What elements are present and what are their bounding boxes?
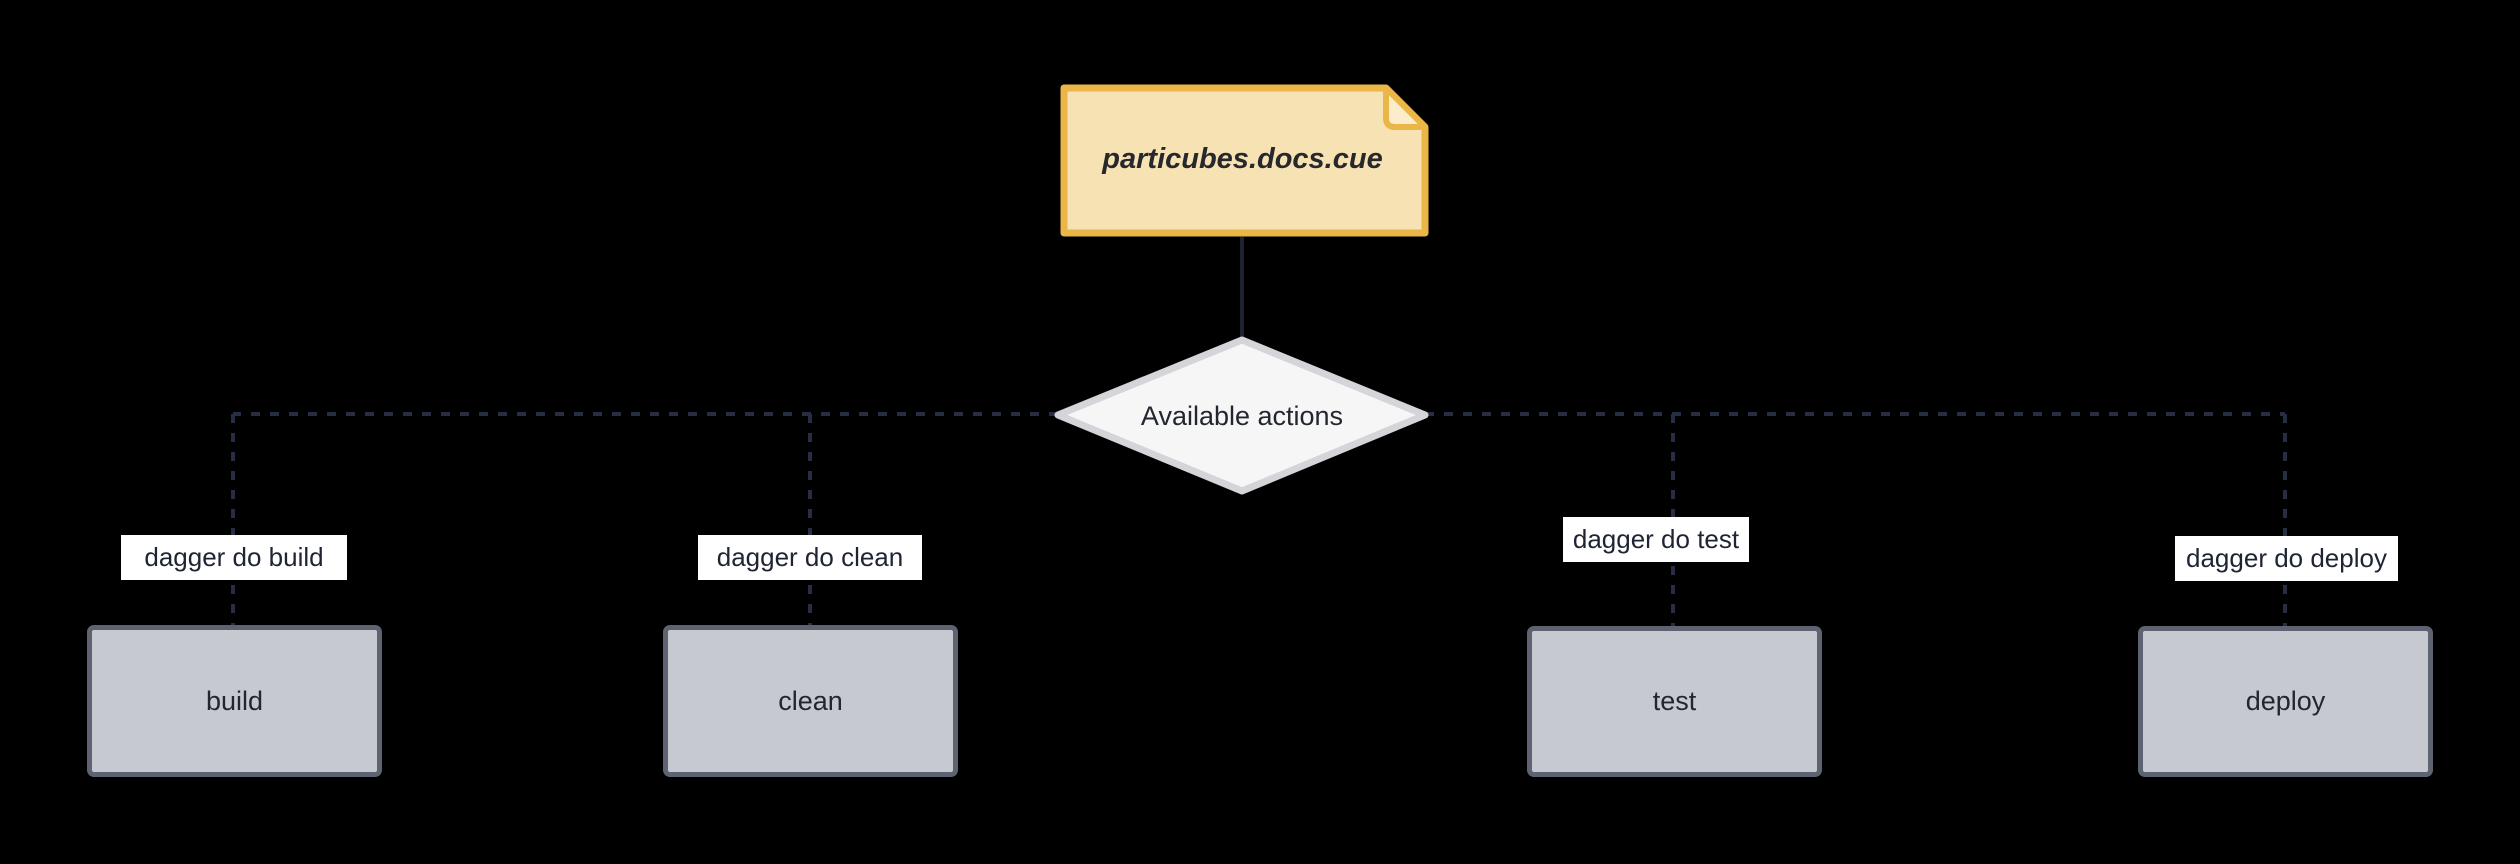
source-file-note-shape [1060, 84, 1429, 237]
decision-label: Available actions [1140, 400, 1344, 431]
edge-label-dagger-do-build: dagger do build [121, 535, 347, 580]
source-file-label: particubes.docs.cue [1102, 143, 1383, 175]
decision-diamond-shape [1054, 336, 1429, 495]
node-test: test [1527, 626, 1822, 777]
node-clean: clean [663, 625, 958, 777]
note-folded-corner [1383, 85, 1428, 130]
edge-label-dagger-do-clean: dagger do clean [698, 535, 922, 580]
edge-label-dagger-do-deploy: dagger do deploy [2175, 536, 2398, 581]
node-build: build [87, 625, 382, 777]
edge-label-dagger-do-test: dagger do test [1563, 517, 1749, 562]
node-deploy: deploy [2138, 626, 2433, 777]
